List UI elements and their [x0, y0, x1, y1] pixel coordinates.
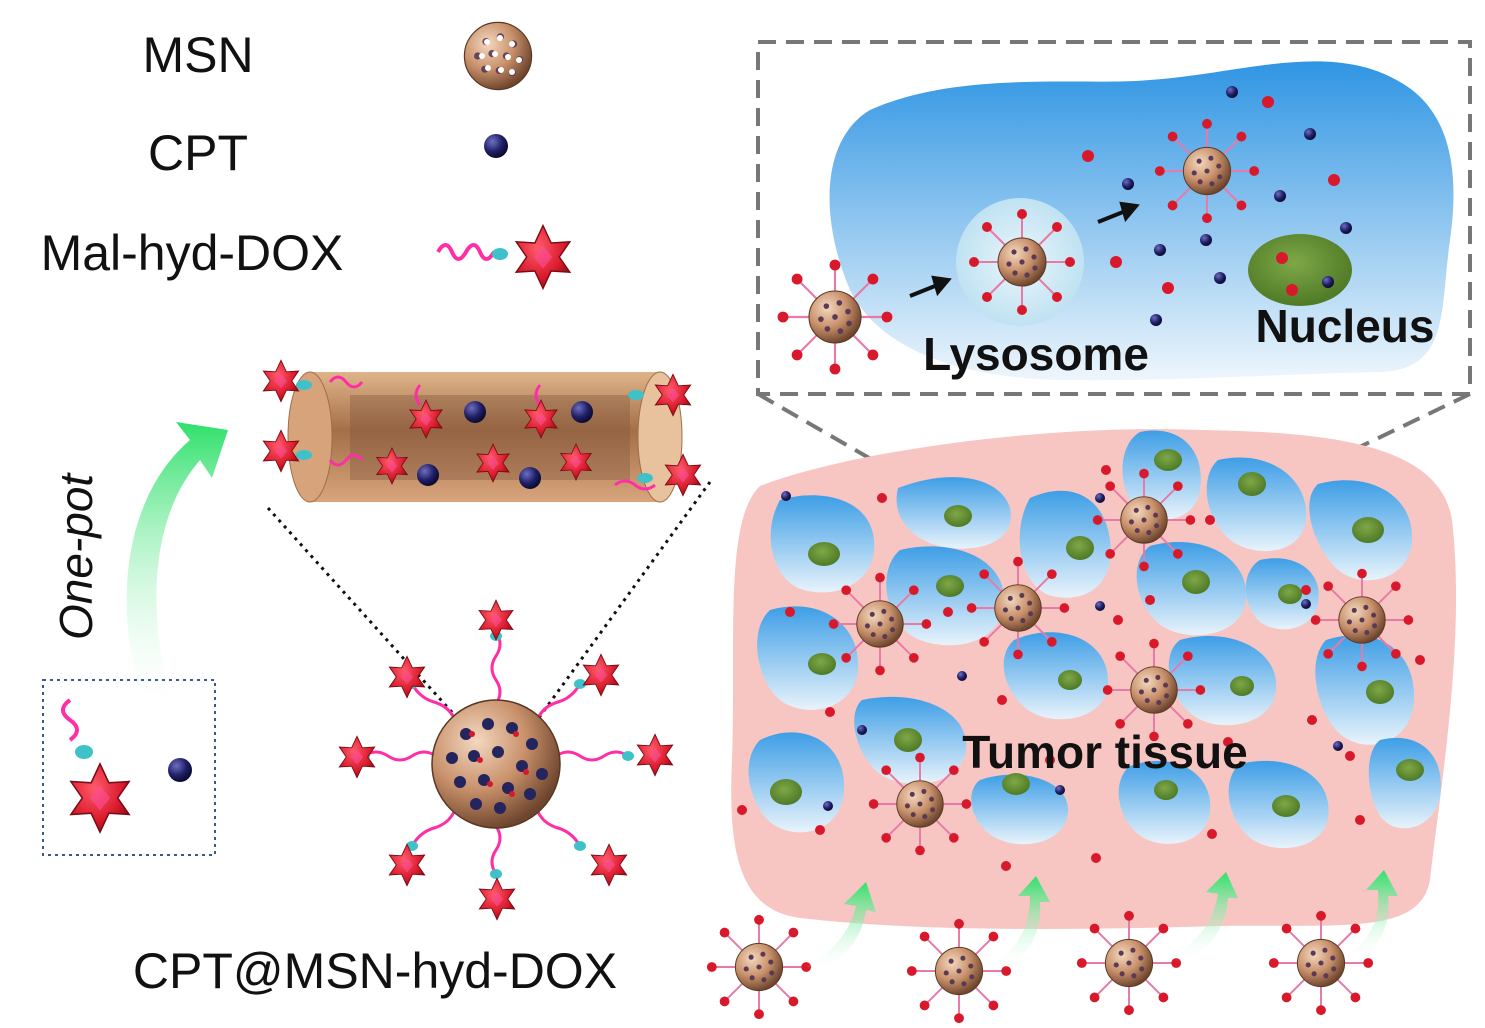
nucleus-label: Nucleus — [1256, 300, 1435, 352]
zoom-lines-left — [266, 481, 712, 732]
circulating-particles — [705, 870, 1398, 1025]
legend-cpt-label: CPT — [148, 125, 248, 181]
legend: MSN CPT Mal-hyd-DOX — [41, 21, 571, 290]
one-pot-label: One-pot — [50, 472, 102, 640]
one-pot-arrow: One-pot — [50, 422, 228, 720]
legend-cpt-icon — [484, 134, 508, 158]
product-label: CPT@MSN-hyd-DOX — [133, 943, 617, 999]
lysosome-label: Lysosome — [923, 328, 1149, 380]
legend-msn-icon — [463, 21, 533, 91]
tumor-tissue: Tumor tissue — [731, 429, 1457, 929]
legend-maldox-label: Mal-hyd-DOX — [41, 225, 344, 281]
legend-maldox-icon — [436, 224, 571, 290]
cell-inset: Lysosome Nucleus — [756, 40, 1472, 396]
pore-cylinder — [262, 359, 702, 503]
tumor-label: Tumor tissue — [962, 726, 1247, 778]
precursor-box — [42, 679, 216, 856]
legend-msn-label: MSN — [142, 27, 253, 83]
nucleus — [1248, 234, 1352, 306]
product-particle — [338, 599, 674, 921]
msn-pores-icon — [479, 35, 522, 75]
